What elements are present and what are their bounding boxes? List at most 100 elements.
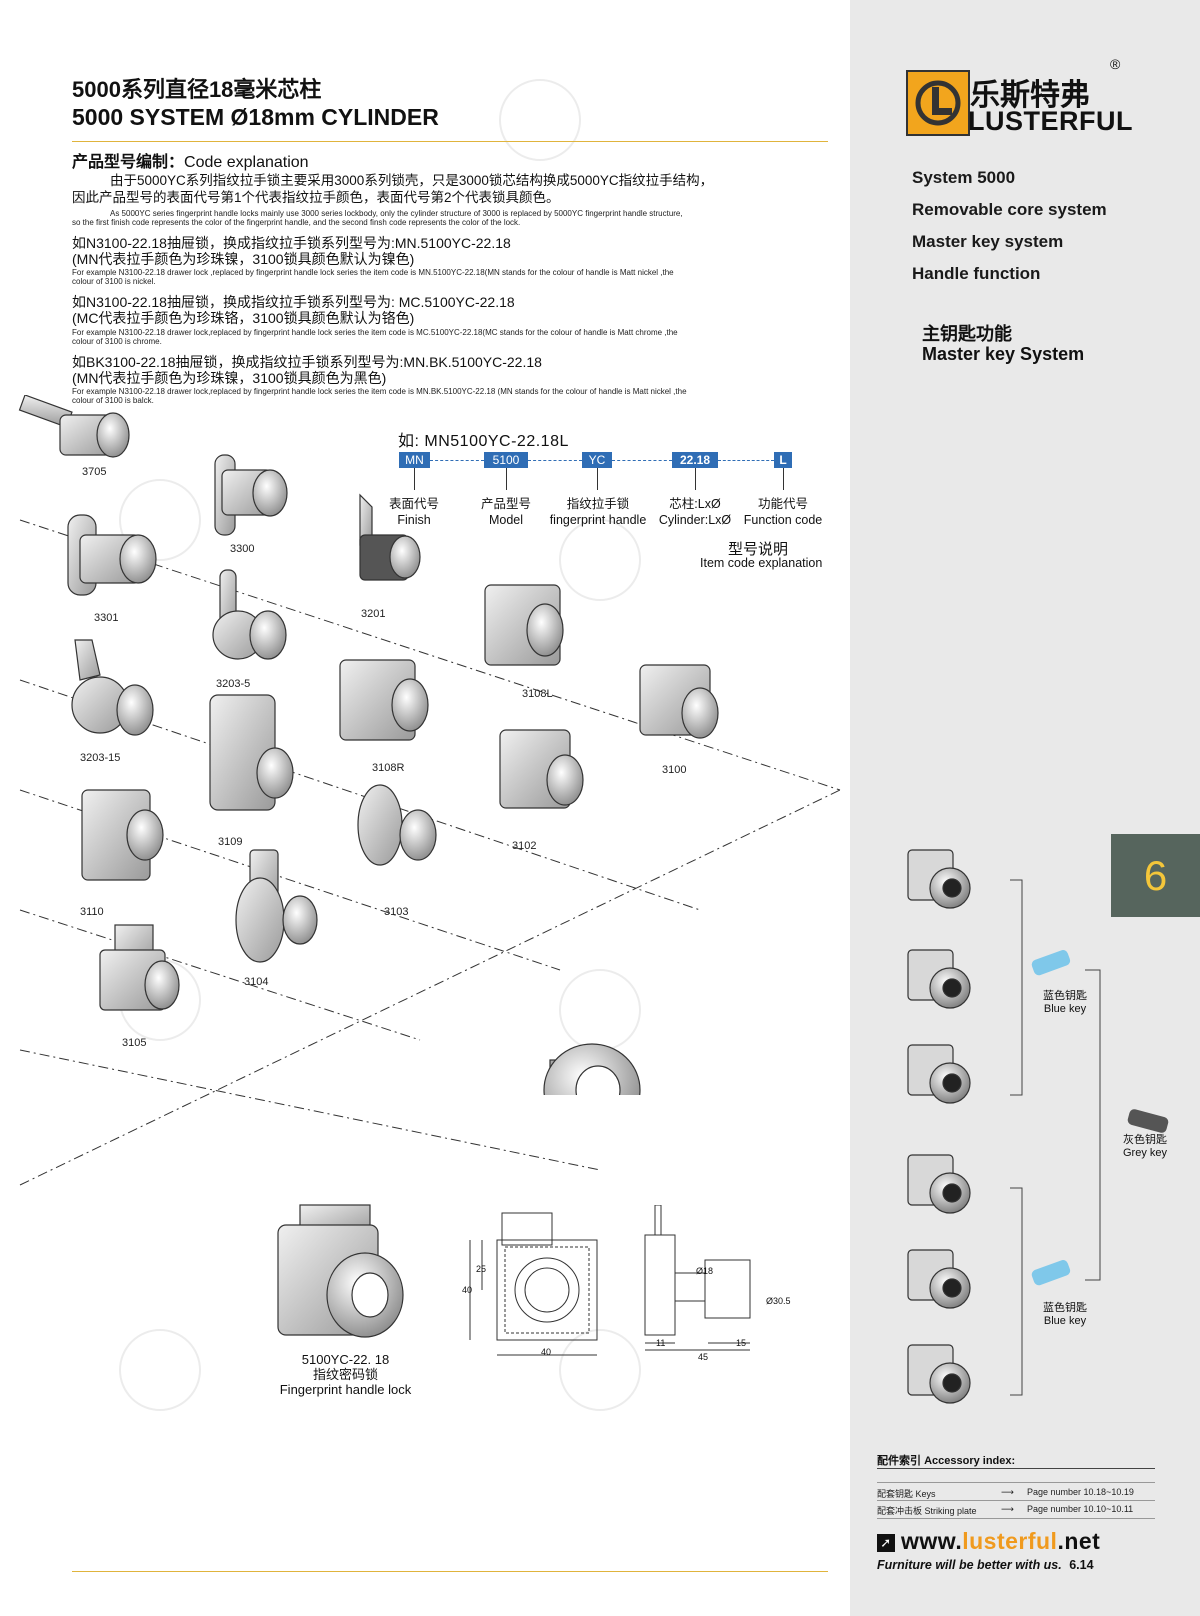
accessory-name: 配套钥匙 Keys bbox=[877, 1489, 936, 1499]
lock-3108R bbox=[339, 659, 429, 741]
product-label: 3201 bbox=[361, 608, 386, 620]
master-key-en: Master key System bbox=[922, 344, 1085, 364]
code-label-en: Model bbox=[488, 513, 524, 527]
dim-label: 25 bbox=[476, 1264, 487, 1274]
blue-key-cn: 蓝色钥匙 bbox=[1043, 990, 1087, 1002]
code-label-cn: 芯柱:LxØ bbox=[669, 497, 721, 511]
code-label-en: Function code bbox=[743, 513, 823, 527]
web-post: .net bbox=[1057, 1528, 1101, 1554]
lock-3201 bbox=[359, 493, 421, 581]
accessory-name: 配套冲击板 Striking plate bbox=[877, 1506, 977, 1516]
brand-name-en: LUSTERFUL bbox=[968, 106, 1133, 136]
code-label-en: Cylinder:LxØ bbox=[658, 513, 732, 527]
product-label: 3203-5 bbox=[216, 678, 251, 690]
code-explanation-heading: 产品型号编制：Code explanation bbox=[72, 148, 309, 172]
lock-3102 bbox=[499, 729, 584, 809]
page-title-en: 5000 SYSTEM Ø18mm CYLINDER bbox=[72, 104, 439, 130]
accessory-row[interactable]: 配套冲击板 Striking plate ⟶ Page number 10.10… bbox=[877, 1504, 1155, 1517]
header-rule bbox=[72, 141, 828, 142]
lock-3301 bbox=[67, 514, 157, 596]
example-3-cn-1: 如BK3100-22.18抽屉锁，换成指纹拉手锁系列型号为:MN.BK.5100… bbox=[72, 354, 542, 370]
code-dash bbox=[612, 460, 672, 462]
grey-key-cn: 灰色钥匙 bbox=[1123, 1134, 1167, 1146]
product-label: 3104 bbox=[244, 976, 269, 988]
brand-logo-mark bbox=[906, 70, 970, 136]
intro-en-1: As 5000YC series fingerprint handle lock… bbox=[110, 209, 683, 218]
brand-registered: ® bbox=[1110, 56, 1121, 72]
mk-brackets bbox=[1010, 879, 1101, 1396]
code-dash bbox=[528, 460, 582, 462]
lock-3103 bbox=[357, 784, 437, 866]
code-label-cn: 功能代号 bbox=[757, 497, 808, 511]
code-tick bbox=[695, 468, 696, 490]
code-tick bbox=[597, 468, 598, 490]
chapter-tab[interactable]: 6 bbox=[1111, 834, 1200, 917]
intro-cn-1: 由于5000YC系列指纹拉手锁主要采用3000系列锁壳，只是3000锁芯结构换成… bbox=[110, 173, 714, 188]
example-2-en-2: colour of 3100 is chrome. bbox=[72, 337, 162, 346]
accessory-rule bbox=[877, 1518, 1155, 1519]
footer-rule bbox=[72, 1571, 828, 1572]
product-label: 3102 bbox=[512, 840, 537, 852]
mk-lock bbox=[907, 849, 971, 909]
mk-lock bbox=[907, 1344, 971, 1404]
product-label: 3108R bbox=[372, 762, 405, 774]
code-label-function: 功能代号 Function code bbox=[738, 496, 828, 528]
featured-name-cn: 指纹密码锁 bbox=[312, 1367, 378, 1382]
code-heading-cn: 产品型号编制： bbox=[72, 154, 185, 171]
intro-en-2: so the first finish code represents the … bbox=[72, 218, 521, 227]
lock-3109 bbox=[209, 694, 294, 811]
accessory-rule bbox=[877, 1500, 1155, 1501]
code-heading-en: Code explanation bbox=[184, 154, 309, 171]
item-code-caption-en: Item code explanation bbox=[700, 556, 823, 570]
product-label: 3110 bbox=[80, 906, 104, 918]
lock-3100 bbox=[639, 664, 719, 739]
accessory-row[interactable]: 配套钥匙 Keys ⟶ Page number 10.18~10.19 bbox=[877, 1487, 1155, 1500]
example-3-en-2: colour of 3100 is balck. bbox=[72, 396, 154, 405]
grey-key-en: Grey key bbox=[1122, 1147, 1167, 1159]
code-tick bbox=[783, 468, 784, 490]
website-link[interactable]: ➚ www.lusterful.net bbox=[877, 1528, 1100, 1555]
example-3-cn-2: (MN代表拉手颜色为珍珠镍，3100锁具颜色为黑色) bbox=[72, 370, 387, 386]
code-label-en: Finish bbox=[397, 513, 431, 527]
product-label: 3103 bbox=[384, 906, 409, 918]
grey-key-icon bbox=[1127, 1109, 1169, 1133]
accessory-page: Page number 10.18~10.19 bbox=[1027, 1487, 1134, 1497]
lock-3705 bbox=[18, 395, 130, 458]
mk-lock bbox=[907, 1154, 971, 1214]
example-2-cn-1: 如N3100-22.18抽屉锁，换成指纹拉手锁系列型号为: MC.5100YC-… bbox=[72, 294, 515, 310]
web-highlight: lusterful bbox=[962, 1528, 1058, 1554]
example-1-en-1: For example N3100-22.18 drawer lock ,rep… bbox=[72, 268, 674, 277]
page-title-cn: 5000系列直径18毫米芯柱 bbox=[72, 77, 322, 102]
accessory-title-cn: 配件索引 bbox=[877, 1455, 921, 1467]
lock-3110 bbox=[81, 789, 164, 881]
product-label: 3100 bbox=[662, 764, 687, 776]
code-tick bbox=[414, 468, 415, 490]
page-number: 6.14 bbox=[1069, 1558, 1094, 1572]
code-label-cn: 表面代号 bbox=[388, 497, 439, 511]
mk-lock bbox=[907, 1044, 971, 1104]
mk-lock bbox=[907, 949, 971, 1009]
intro-cn-2: 因此产品型号的表面代号第1个代表指纹拉手颜色，表面代号第2个代表锁具颜色。 bbox=[72, 190, 560, 205]
code-chip-function: L bbox=[774, 452, 792, 468]
feature-item: Removable core system bbox=[912, 200, 1107, 219]
code-chip-finish: MN bbox=[399, 452, 430, 468]
blue-key-en: Blue key bbox=[1043, 1003, 1087, 1015]
product-label: 3109 bbox=[218, 836, 243, 848]
accessory-page: Page number 10.10~10.11 bbox=[1027, 1504, 1134, 1514]
featured-caption: 5100YC-22. 18 指纹密码锁 Fingerprint handle l… bbox=[268, 1352, 423, 1397]
web-pre: www. bbox=[901, 1528, 963, 1554]
item-code-example: 如: MN5100YC-22.18L bbox=[398, 433, 569, 450]
link-icon: ➚ bbox=[877, 1534, 895, 1552]
arrow-icon: ⟶ bbox=[1001, 1504, 1014, 1514]
lock-3300 bbox=[214, 454, 288, 536]
technical-drawing bbox=[469, 1205, 751, 1356]
lock-3203-15 bbox=[71, 639, 154, 736]
blue-key-cn: 蓝色钥匙 bbox=[1043, 1302, 1087, 1314]
code-chip-handle: YC bbox=[582, 452, 612, 468]
tagline: Furniture will be better with us. 6.14 bbox=[877, 1558, 1094, 1572]
product-label: 3301 bbox=[94, 612, 119, 624]
lock-3108L bbox=[484, 584, 564, 666]
feature-item: System 5000 bbox=[912, 168, 1016, 187]
